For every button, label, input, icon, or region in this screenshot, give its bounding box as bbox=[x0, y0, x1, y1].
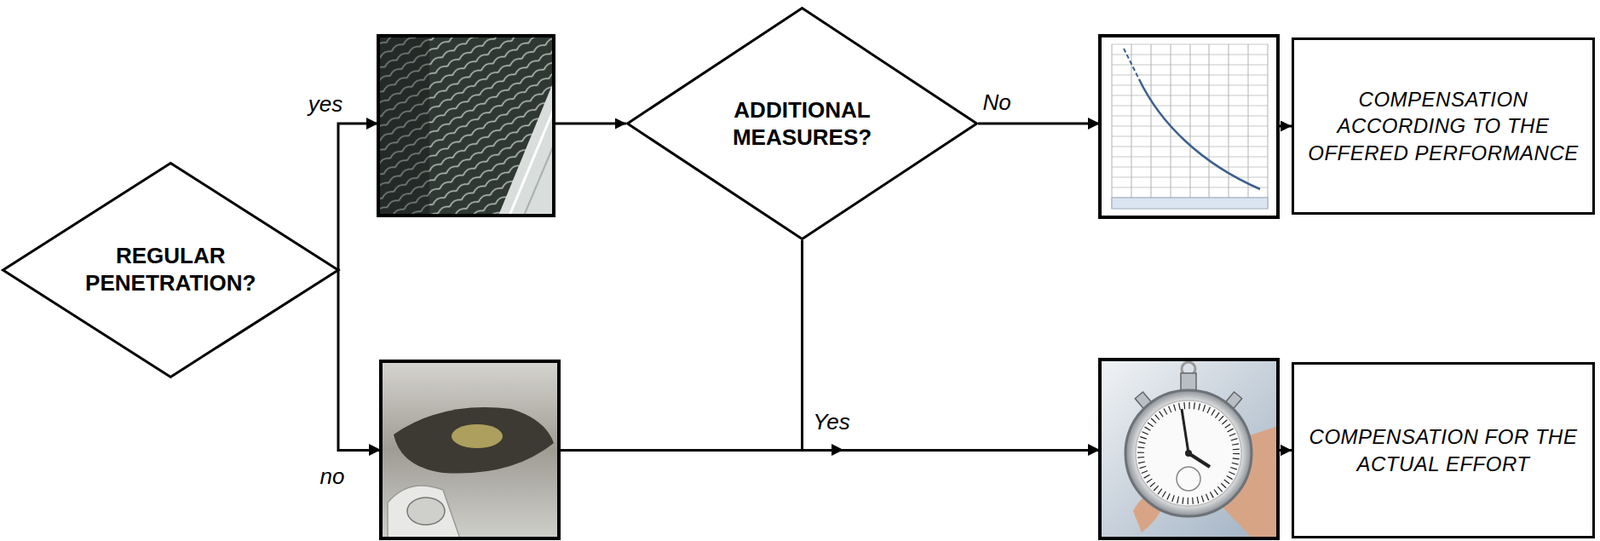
photo-shadow bbox=[378, 35, 430, 216]
diamond-shape bbox=[627, 8, 978, 240]
arrowhead bbox=[1087, 443, 1100, 456]
diamond-outline bbox=[626, 6, 979, 241]
watch-subdial bbox=[1176, 466, 1201, 491]
decision-diamond: ADDITIONAL MEASURES? bbox=[626, 6, 979, 241]
diamond-shape bbox=[3, 162, 339, 377]
lining-segment bbox=[498, 80, 554, 216]
outcome-text: COMPENSATION ACCORDING TO THE OFFERED PE… bbox=[1300, 86, 1587, 167]
watch-hand bbox=[1181, 408, 1189, 454]
photo-frame bbox=[1099, 35, 1278, 218]
photo-ground bbox=[1099, 359, 1278, 539]
photo-frame bbox=[378, 35, 554, 216]
chart-curve-dashed bbox=[1123, 48, 1140, 80]
decision-text: REGULAR PENETRATION? bbox=[63, 241, 277, 298]
diamond-outline bbox=[1, 161, 340, 379]
mesh-surface bbox=[378, 35, 554, 216]
rock-cavity bbox=[393, 407, 554, 474]
branch-label: yes bbox=[305, 91, 346, 118]
branch-label: Yes bbox=[810, 408, 852, 436]
watch-face bbox=[1135, 400, 1242, 507]
chart-axis-band bbox=[1111, 197, 1268, 209]
chart-ground bbox=[1099, 35, 1278, 218]
segment-edge bbox=[523, 144, 554, 216]
decision-diamond: REGULAR PENETRATION? bbox=[1, 161, 340, 379]
machine-part bbox=[387, 485, 461, 539]
tunnel-mesh-photo bbox=[378, 35, 554, 216]
decision-text: ADDITIONAL MEASURES? bbox=[687, 96, 918, 152]
stopwatch-photo bbox=[1099, 359, 1278, 539]
chart-curve bbox=[1139, 79, 1261, 190]
collapsed-rock-photo bbox=[380, 361, 559, 539]
watch-hub bbox=[1185, 449, 1192, 457]
watch-hand bbox=[1188, 453, 1210, 467]
branch-label: No bbox=[979, 89, 1013, 116]
watch-ticks bbox=[1140, 405, 1237, 501]
machine-part bbox=[407, 497, 445, 525]
arrowhead bbox=[368, 443, 381, 456]
photo-frame bbox=[380, 361, 559, 539]
outcome-box: COMPENSATION ACCORDING TO THE OFFERED PE… bbox=[1291, 37, 1595, 215]
photo-frame bbox=[1099, 359, 1278, 539]
watch-case bbox=[1125, 390, 1252, 517]
arrowhead bbox=[1087, 117, 1100, 130]
lamp-glow bbox=[451, 424, 503, 449]
outcome-box: COMPENSATION FOR THE ACTUAL EFFORT bbox=[1291, 362, 1595, 539]
arrowhead bbox=[831, 443, 844, 456]
outcome-text: COMPENSATION FOR THE ACTUAL EFFORT bbox=[1300, 423, 1587, 477]
branch-label: no bbox=[317, 463, 348, 490]
arrowhead bbox=[366, 117, 379, 130]
rock-surface bbox=[380, 361, 559, 539]
performance-chart bbox=[1099, 35, 1278, 218]
segment-edge bbox=[509, 109, 554, 216]
chart-grid bbox=[1111, 44, 1268, 209]
